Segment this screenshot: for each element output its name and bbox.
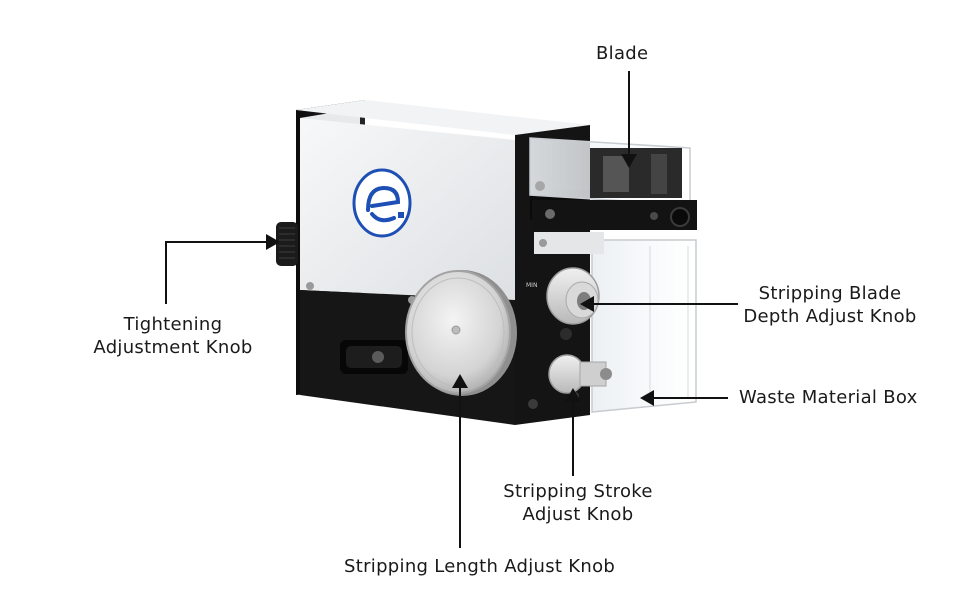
stripping-length-wheel [405, 270, 517, 396]
label-stroke-line2: Adjust Knob [522, 504, 634, 525]
stroke-adjust-knob [548, 354, 612, 394]
panel-min-text: MIN [526, 282, 537, 289]
label-blade-text: Blade [596, 43, 649, 64]
label-tightening-knob: Tightening Adjustment Knob [88, 313, 258, 359]
label-depth-line1: Stripping Blade [758, 283, 902, 304]
label-waste-text: Waste Material Box [739, 387, 918, 408]
blade-housing [529, 137, 697, 230]
arrow-tightening [266, 234, 280, 250]
arrow-stroke [565, 388, 581, 402]
tightening-knob [276, 222, 298, 266]
leader-tightening [165, 241, 268, 304]
arrow-depth [580, 296, 594, 312]
label-length-text: Stripping Length Adjust Knob [344, 556, 616, 577]
label-depth-knob: Stripping Blade Depth Adjust Knob [736, 282, 924, 328]
label-tightening-line2: Adjustment Knob [93, 337, 253, 358]
label-stroke-knob: Stripping Stroke Adjust Knob [494, 480, 662, 526]
label-depth-line2: Depth Adjust Knob [743, 306, 917, 327]
label-blade: Blade [596, 42, 648, 65]
label-tightening-line1: Tightening [123, 314, 223, 335]
leader-lines [165, 71, 738, 548]
depth-adjust-knob [546, 267, 600, 325]
label-stroke-line1: Stripping Stroke [503, 481, 653, 502]
arrow-blade [621, 154, 637, 168]
arrow-waste [640, 390, 654, 406]
arrow-head-icon [266, 154, 654, 406]
machine-logo-icon [352, 168, 412, 238]
label-waste-box: Waste Material Box [739, 386, 918, 409]
label-length-knob: Stripping Length Adjust Knob [344, 555, 615, 578]
arrow-length [452, 374, 468, 388]
waste-material-box [534, 232, 697, 413]
